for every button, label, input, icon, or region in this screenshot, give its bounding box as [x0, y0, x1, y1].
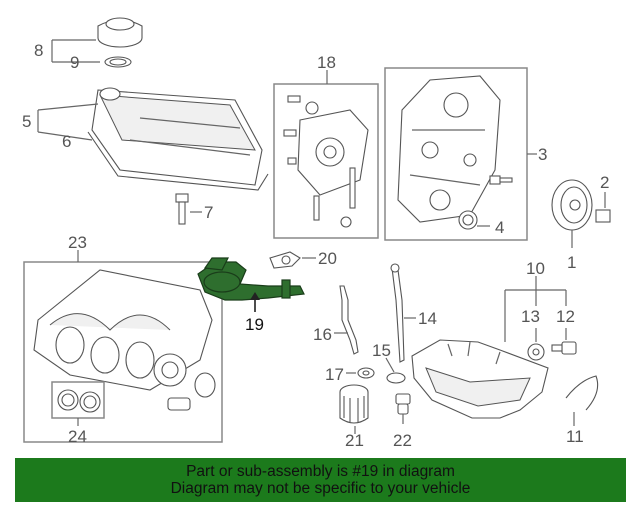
- banner-line-1: Part or sub-assembly is #19 in diagram: [186, 463, 455, 480]
- callout-16: 16: [313, 325, 332, 344]
- pulley-bolt[interactable]: [595, 209, 611, 223]
- callout-3: 3: [538, 145, 547, 164]
- parts-diagram: 8 9 5 6 7 18 3: [22, 17, 611, 450]
- valve-cover[interactable]: [91, 87, 263, 186]
- drain-plug-washer[interactable]: [527, 343, 545, 361]
- info-banner: Part or sub-assembly is #19 in diagram D…: [15, 458, 626, 502]
- callout-13: 13: [521, 307, 540, 326]
- oil-pump-group-box: [273, 83, 379, 239]
- callout-21: 21: [345, 431, 364, 450]
- callout-5: 5: [22, 112, 31, 131]
- callout-1: 1: [567, 253, 576, 272]
- filter-bolt[interactable]: [395, 393, 411, 415]
- intake-gaskets[interactable]: [57, 389, 101, 413]
- callout-10: 10: [526, 259, 545, 278]
- callout-20: 20: [318, 249, 337, 268]
- filler-cap-gasket[interactable]: [104, 56, 132, 68]
- intake-manifold-group-box: [23, 261, 223, 443]
- callout-11: 11: [566, 427, 584, 446]
- washer-17[interactable]: [357, 367, 375, 379]
- crankshaft-pulley[interactable]: [551, 179, 593, 231]
- callout-4: 4: [495, 218, 504, 237]
- cover-bolt[interactable]: [489, 175, 513, 185]
- banner-line-2: Diagram may not be specific to your vehi…: [170, 480, 471, 497]
- strainer-gasket[interactable]: [269, 251, 301, 269]
- callout-2: 2: [600, 173, 609, 192]
- callout-12: 12: [556, 307, 575, 326]
- intake-manifold[interactable]: [33, 269, 216, 411]
- o-ring-15[interactable]: [386, 372, 406, 384]
- oil-pan-baffle[interactable]: [565, 375, 599, 411]
- oil-pump[interactable]: [283, 95, 369, 228]
- callout-22: 22: [393, 431, 412, 450]
- callout-15: 15: [372, 341, 391, 360]
- drain-plug-bolt[interactable]: [551, 341, 577, 355]
- callout-23: 23: [68, 233, 87, 252]
- timing-chain-cover[interactable]: [397, 75, 501, 223]
- callout-17: 17: [325, 365, 344, 384]
- oil-filter[interactable]: [339, 384, 369, 424]
- callout-19: 19: [245, 315, 264, 334]
- callout-18: 18: [317, 53, 336, 72]
- valve-cover-gasket[interactable]: [87, 131, 269, 191]
- callout-14: 14: [418, 309, 437, 328]
- callout-7: 7: [204, 203, 213, 222]
- callout-8: 8: [34, 41, 43, 60]
- crankshaft-seal[interactable]: [458, 210, 478, 230]
- callout-9: 9: [70, 53, 79, 72]
- callout-24: 24: [68, 427, 87, 446]
- callout-6: 6: [62, 132, 71, 151]
- oil-pan[interactable]: [411, 339, 549, 419]
- bolt-7[interactable]: [175, 193, 189, 225]
- oil-strainer-highlighted[interactable]: [197, 257, 305, 301]
- oil-dipstick[interactable]: [390, 263, 405, 363]
- oil-filler-cap[interactable]: [97, 17, 143, 48]
- dipstick-pipe[interactable]: [339, 285, 359, 355]
